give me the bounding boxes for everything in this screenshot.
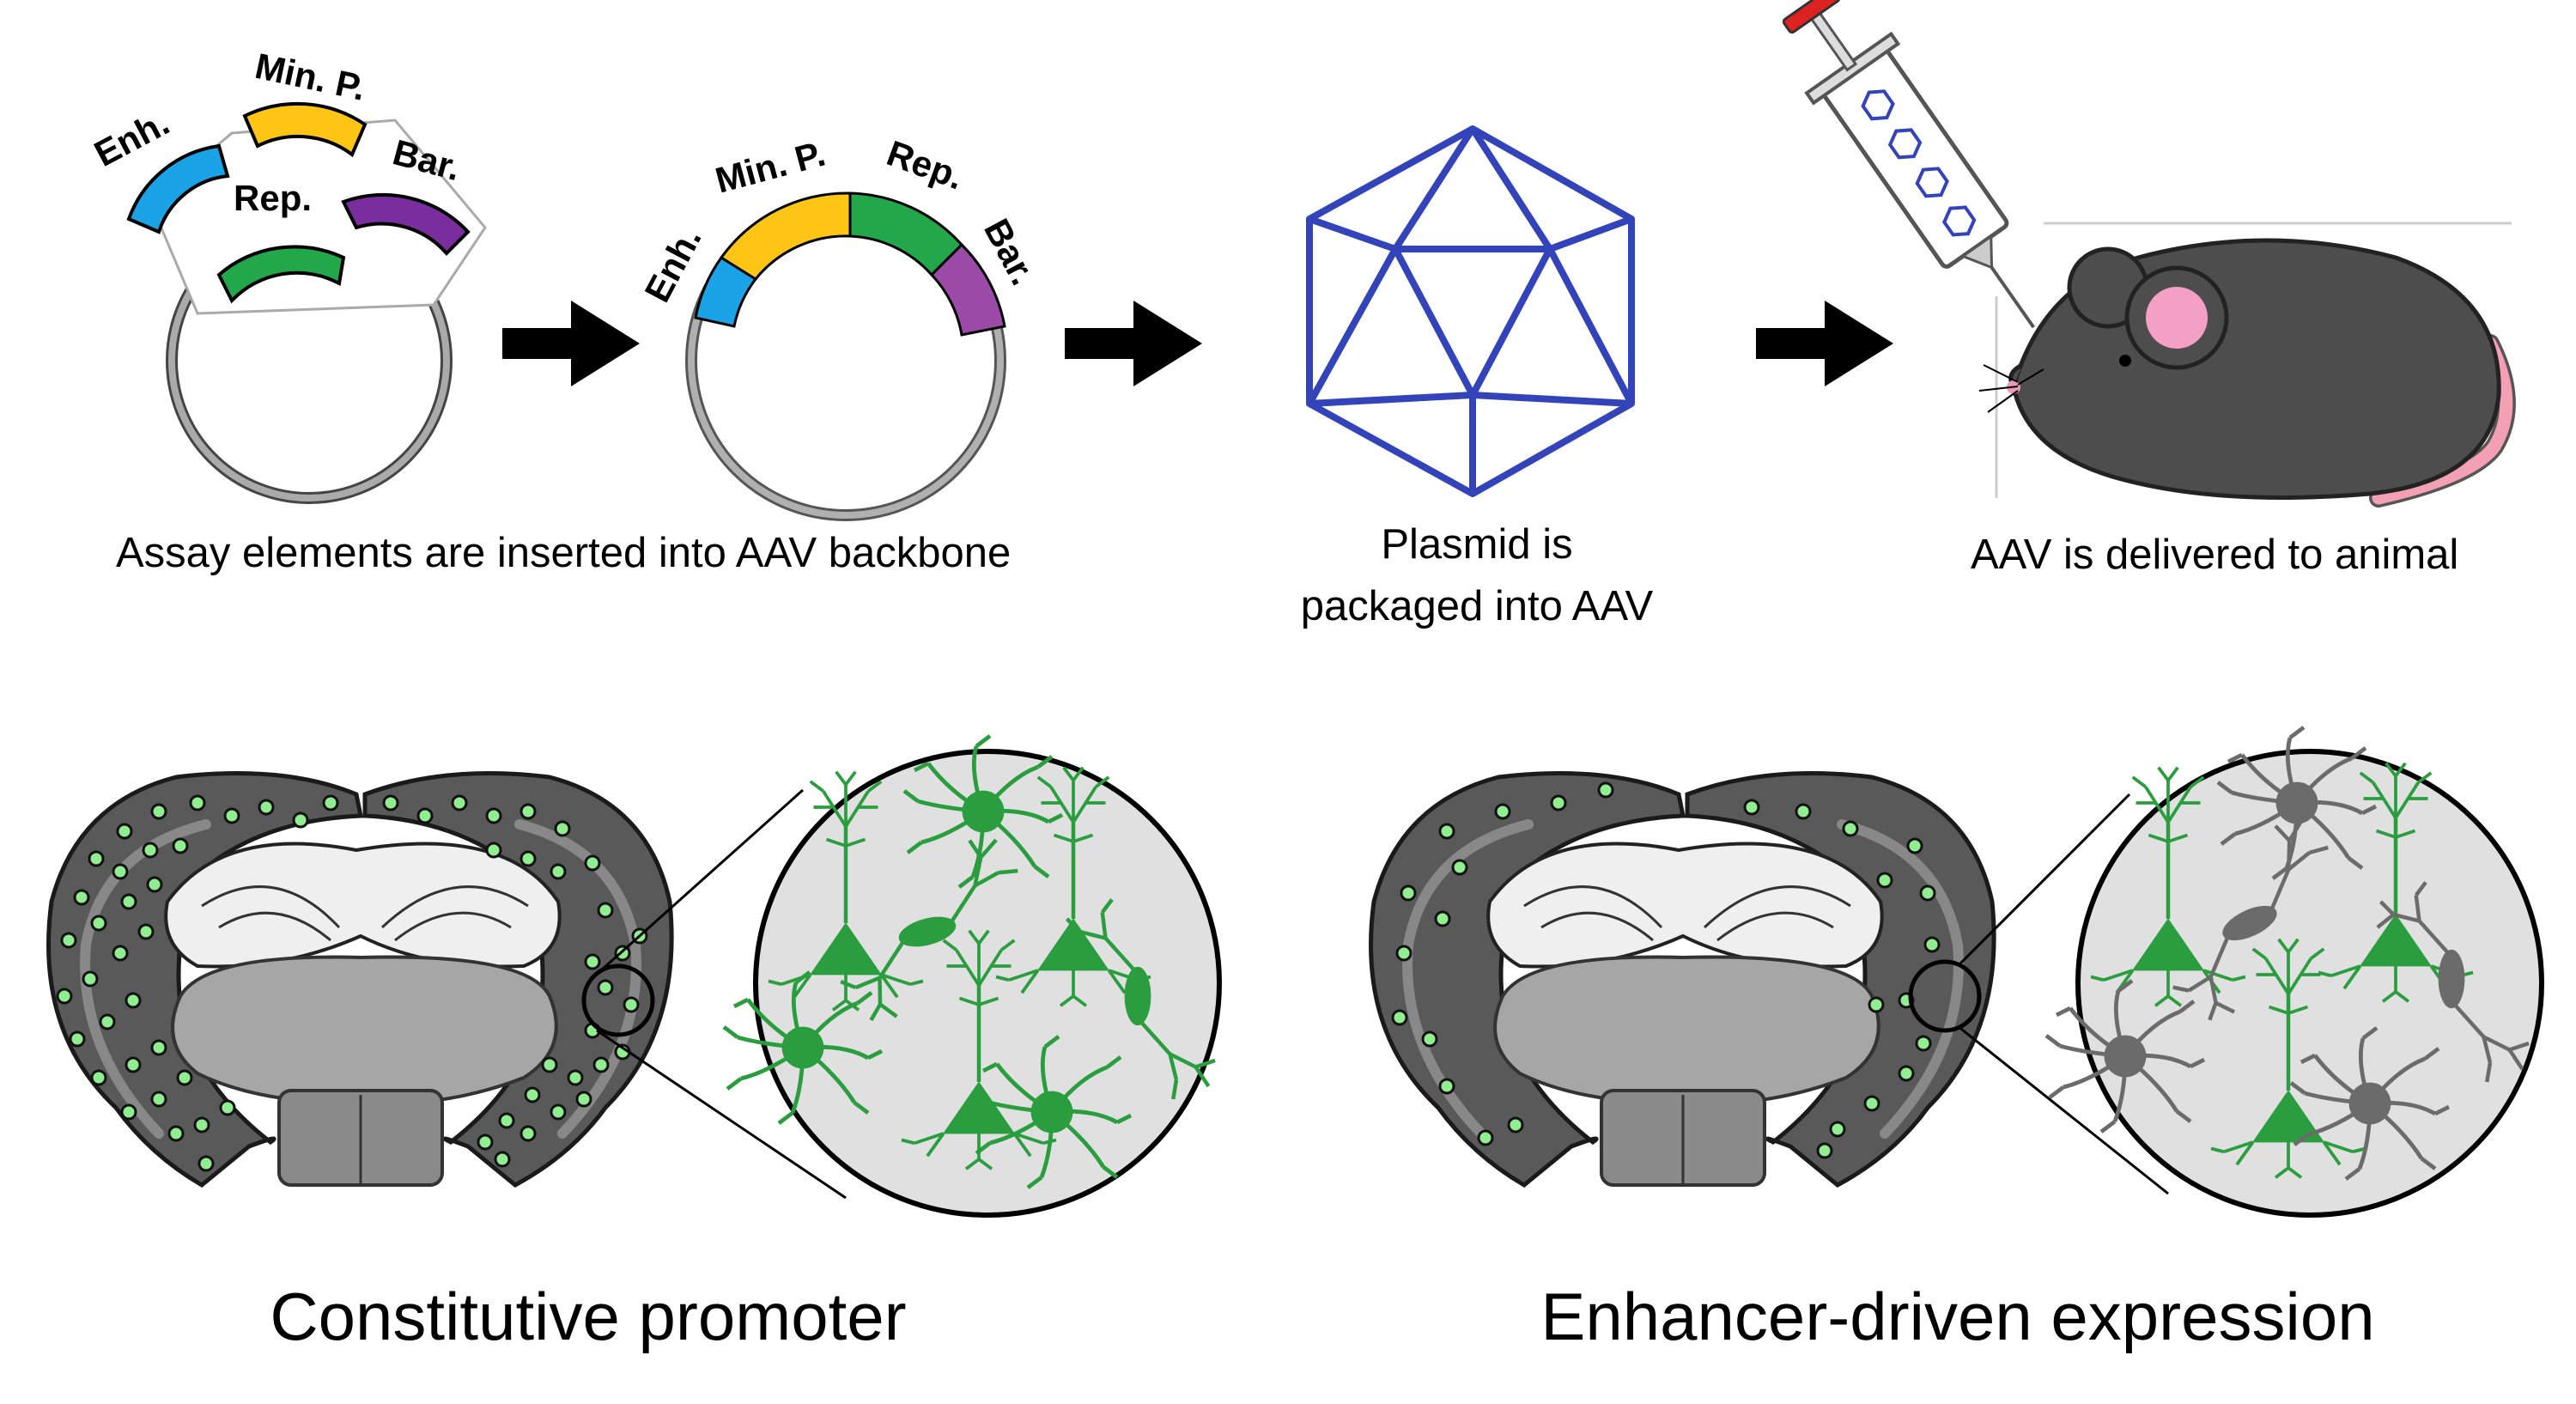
- arrow-3: [1756, 301, 1893, 386]
- step1-caption: Assay elements are inserted into AAV bac…: [116, 530, 1011, 576]
- plasmid-reporter-label: Rep.: [882, 132, 969, 197]
- step2-caption-line2: packaged into AAV: [1301, 583, 1654, 629]
- enhancer-label: Enh.: [88, 102, 175, 174]
- thalamus-left: [171, 955, 558, 1106]
- arrow-1: [502, 301, 640, 386]
- step3-caption: AAV is delivered to animal: [1971, 532, 2458, 578]
- plasmid-min-promoter-label: Min. P.: [711, 133, 829, 201]
- right-panel-title: Enhancer-driven expression: [1540, 1279, 2374, 1354]
- min-promoter-segment: [242, 101, 368, 158]
- step1-group: Enh. Min. P. Rep. Bar.: [88, 46, 487, 504]
- min-promoter-label: Min. P.: [252, 46, 369, 108]
- expression-dots-right: [1391, 781, 1941, 1159]
- expression-dots-left: [56, 794, 648, 1172]
- inserted-barcode: [929, 242, 1006, 337]
- aav-capsid-icon: [1306, 125, 1635, 497]
- zoom-circle-left: [581, 963, 655, 1037]
- zoom-view-right: [2046, 727, 2544, 1218]
- reporter-segment: [216, 245, 346, 304]
- plasmid-enhancer-label: Enh.: [636, 221, 708, 308]
- inserted-min-promoter: [719, 191, 852, 281]
- barcode-segment: [341, 192, 471, 256]
- arrow-2: [1065, 301, 1202, 386]
- step2-caption-line1: Plasmid is: [1381, 521, 1572, 568]
- enhancer-segment: [126, 143, 230, 234]
- hippocampus-left: [164, 842, 562, 969]
- mouse-icon: [1978, 222, 2516, 508]
- syringe-icon: [1782, 0, 2035, 329]
- assembled-plasmid: Enh. Min. P. Rep. Bar.: [636, 132, 1044, 521]
- mouse-eye: [2119, 355, 2131, 367]
- brain-slice-right: [1369, 771, 2169, 1195]
- brain-slice-left: [46, 771, 847, 1200]
- left-panel-title: Constitutive promoter: [270, 1279, 906, 1354]
- reporter-label: Rep.: [234, 178, 312, 218]
- zoom-view-left: [724, 736, 1222, 1218]
